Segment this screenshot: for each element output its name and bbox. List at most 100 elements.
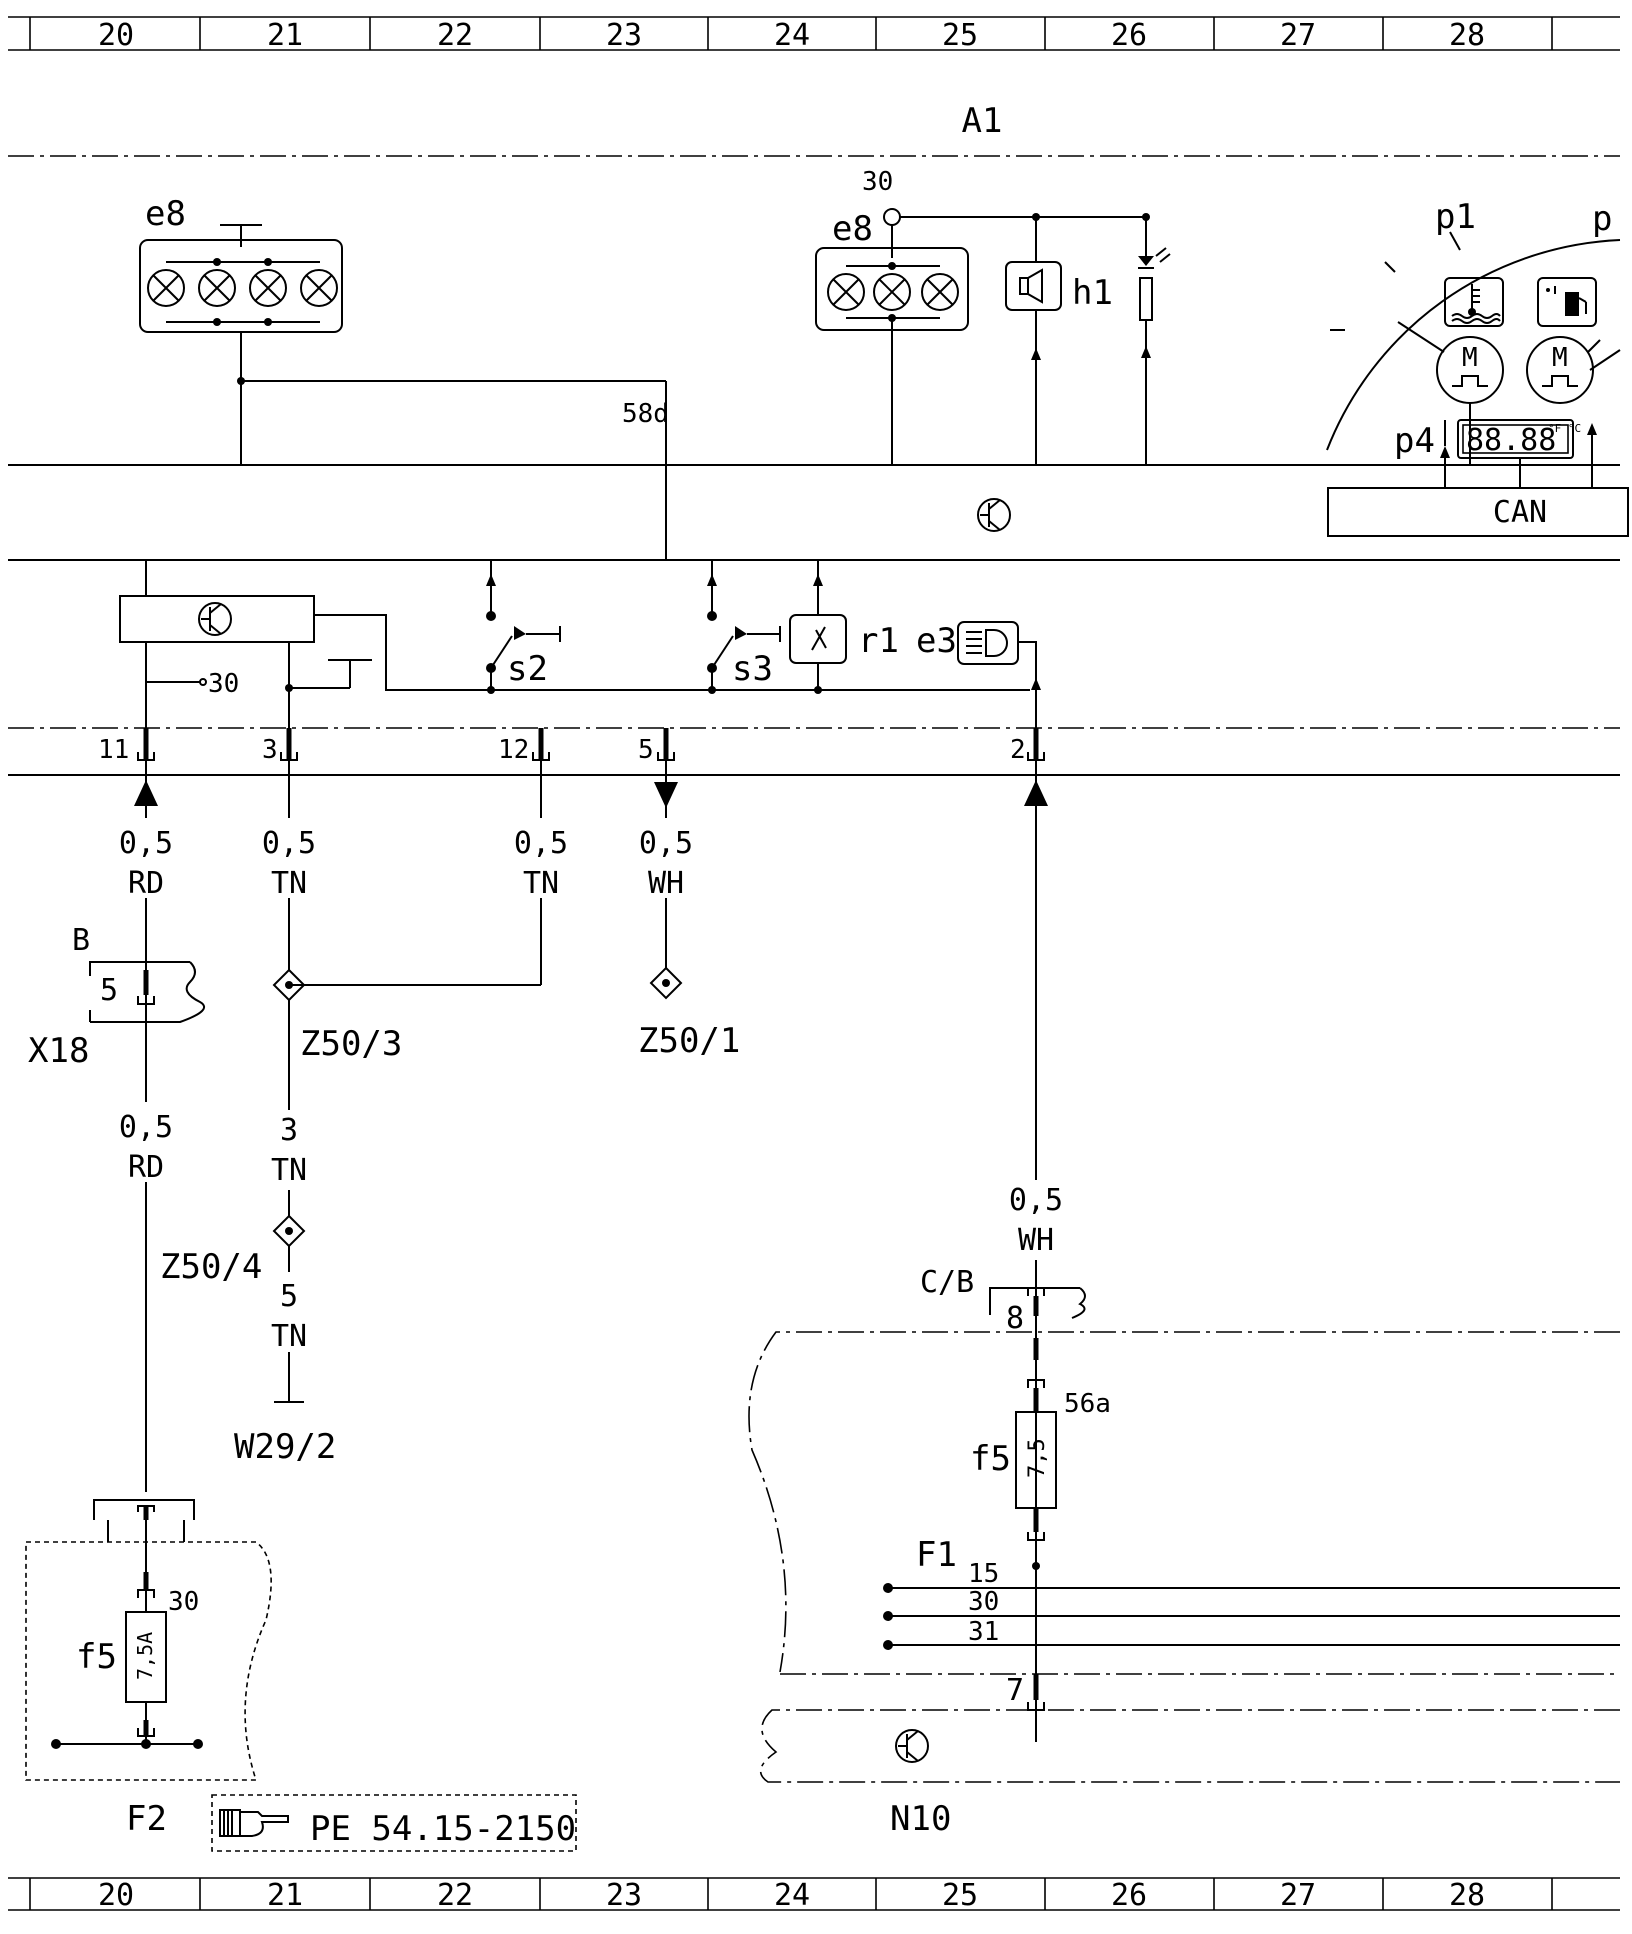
switch-s3: s3 (707, 560, 781, 694)
wire-wh-right-color: WH (1018, 1223, 1054, 1258)
ruler-top-27: 27 (1280, 18, 1316, 53)
lcd-display: 88.88 (1466, 423, 1556, 458)
wire-12-color: TN (523, 866, 559, 901)
wire-rd-lower-color: RD (128, 1150, 164, 1185)
pin-3-label: 3 (262, 735, 278, 765)
f1-label: F1 (916, 1535, 957, 1575)
svg-text:M: M (1462, 343, 1478, 373)
wire-tn-5-size: 5 (280, 1279, 298, 1314)
ruler-bottom-26: 26 (1111, 1878, 1147, 1913)
coolant-temp-icon (1444, 277, 1504, 327)
e8-left-label: e8 (145, 194, 186, 234)
ruler-top-26: 26 (1111, 18, 1147, 53)
h1-label: h1 (1072, 273, 1113, 313)
module-a1-label: A1 (962, 101, 1003, 141)
buzzer-h1: h1 (1005, 213, 1113, 465)
z503-label: Z50/3 (300, 1024, 402, 1064)
reference-box: PE 54.15-2150 (211, 1794, 577, 1852)
s3-label: s3 (732, 649, 773, 689)
cb-label: C/B (920, 1265, 974, 1300)
wire-tn-3-size: 3 (280, 1113, 298, 1148)
ruler-top-21: 21 (267, 18, 303, 53)
ruler-bottom-21: 21 (267, 1878, 303, 1913)
wire-wh-right-size: 0,5 (1009, 1183, 1063, 1218)
fuse-right-name: f5 (970, 1439, 1011, 1479)
p-partial-label: p (1592, 199, 1612, 239)
wire-column-tn-12: 0,5 TN (514, 760, 568, 985)
ruler-bottom-20: 20 (98, 1878, 134, 1913)
wire-11-size: 0,5 (119, 826, 173, 861)
wire-column-rd: 0,5 RD 0,5 RD (119, 760, 174, 1492)
z501-label: Z50/1 (638, 1021, 740, 1061)
lamp-cluster-e8-right: 30 e8 (815, 167, 1146, 465)
fuse-left-terminal: 30 (168, 1587, 199, 1617)
pin-2-label: 2 (1010, 735, 1026, 765)
ruler-top-28: 28 (1449, 18, 1485, 53)
ruler-bottom-23: 23 (606, 1878, 642, 1913)
fuse-module-f1: 7,5 56a f5 F1 15 30 31 7 (748, 1331, 1620, 1711)
w292-label: W29/2 (234, 1427, 336, 1467)
z504-label: Z50/4 (160, 1247, 262, 1287)
pointing-hand-icon (219, 1809, 289, 1837)
bus-15-label: 15 (968, 1559, 999, 1589)
bus-30-label: 30 (968, 1587, 999, 1617)
ruler-top-25: 25 (942, 18, 978, 53)
e3-label: e3 (916, 621, 957, 661)
svg-text:M: M (1552, 343, 1568, 373)
fuel-icon (1537, 277, 1597, 327)
pin-connector-12: 12 (498, 728, 550, 765)
wire-5-color: WH (648, 866, 684, 901)
ruler-top-22: 22 (437, 18, 473, 53)
sensor-r1: r1 (789, 560, 899, 694)
wire-tn-5-color: TN (271, 1319, 307, 1354)
lamp-cluster-e8-left: e8 (139, 194, 667, 560)
ruler-top-23: 23 (606, 18, 642, 53)
wire-3-size: 0,5 (262, 826, 316, 861)
pin-11-label: 11 (98, 735, 129, 765)
wire-rd-lower-size: 0,5 (119, 1110, 173, 1145)
can-label: CAN (1493, 495, 1547, 530)
wire-11-color: RD (128, 866, 164, 901)
p4-label: p4 (1394, 421, 1435, 461)
wire-3-color: TN (271, 866, 307, 901)
x18-letter: B (72, 923, 90, 958)
fuse-right-value: 7,5 (1025, 1438, 1050, 1478)
headlamp-indicator-e3: e3 (916, 621, 1041, 748)
top-ruler: 20 21 22 23 24 25 26 27 28 (8, 16, 1620, 53)
p1-label: p1 (1435, 197, 1476, 237)
module-n10: N10 (759, 1709, 1620, 1839)
fuse-left-name: f5 (76, 1637, 117, 1677)
wire-column-wh: 0,5 WH Z50/1 (638, 760, 740, 1061)
ruler-top-20: 20 (98, 18, 134, 53)
led-indicator (1138, 213, 1171, 465)
ruler-bottom-24: 24 (774, 1878, 810, 1913)
transistor-symbol-center (977, 498, 1011, 532)
wire-12-size: 0,5 (514, 826, 568, 861)
pin-connector-2: 2 (1010, 728, 1045, 765)
pin-5-label: 5 (638, 735, 654, 765)
wire-tn-3-color: TN (271, 1153, 307, 1188)
ruler-bottom-22: 22 (437, 1878, 473, 1913)
ruler-bottom-28: 28 (1449, 1878, 1485, 1913)
ruler-bottom-25: 25 (942, 1878, 978, 1913)
x18-pin: 5 (100, 973, 118, 1008)
r1-label: r1 (858, 621, 899, 661)
fuse-left-value: 7,5A (133, 1632, 157, 1680)
wire-column-wh-right: 0,5 WH (1006, 760, 1066, 1742)
fuse-right-terminal: 56a (1064, 1389, 1111, 1419)
pin-connector-5: 5 (638, 728, 675, 765)
wire-5-size: 0,5 (639, 826, 693, 861)
fuse-module-f2: 7,5A 30 f5 F2 (25, 1499, 272, 1839)
n10-label: N10 (890, 1799, 951, 1839)
s2-label: s2 (507, 649, 548, 689)
pin-connector-3: 3 (262, 728, 298, 765)
e8-right-label: e8 (832, 209, 873, 249)
x18-name: X18 (28, 1031, 89, 1071)
pin-12-label: 12 (498, 735, 529, 765)
f2-label: F2 (126, 1799, 167, 1839)
pin-connector-11: 11 (98, 728, 155, 765)
connector-cb: C/B 8 (920, 1265, 1086, 1336)
ruler-top-24: 24 (774, 18, 810, 53)
reference-text: PE 54.15-2150 (310, 1809, 576, 1849)
e8-right-pin-label: 30 (862, 167, 893, 197)
